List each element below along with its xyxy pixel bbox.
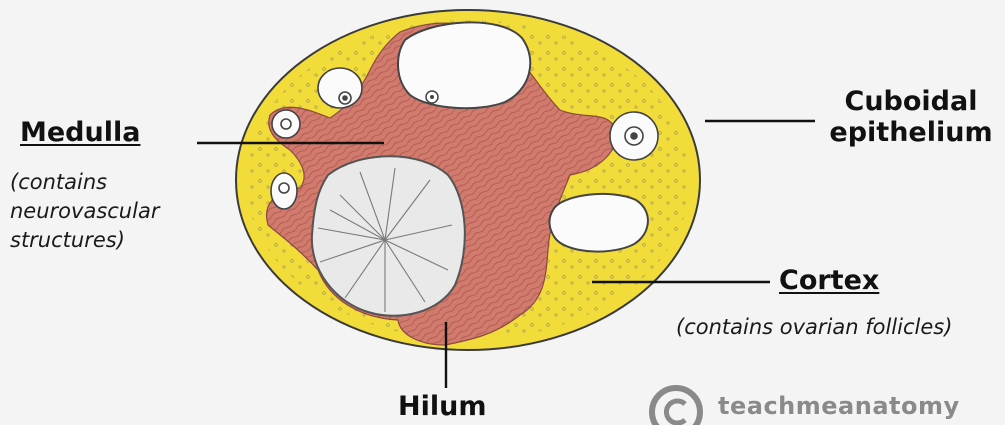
corpus-luteum <box>312 156 465 316</box>
cuboidal-label-line: epithelium <box>818 117 1004 148</box>
medulla-note-line: neurovascular <box>10 197 159 226</box>
antral-follicle-large <box>398 22 530 108</box>
medulla-note: (contains neurovascular structures) <box>10 168 159 255</box>
medulla-note-line: (contains <box>10 168 159 197</box>
medulla-note-line: structures) <box>10 226 159 255</box>
hilum-label: Hilum <box>398 392 486 422</box>
cuboidal-epithelium-label: Cuboidal epithelium <box>818 86 1004 148</box>
cortex-label: Cortex <box>779 266 879 296</box>
copyright-icon <box>652 388 700 425</box>
medulla-label: Medulla <box>20 118 140 148</box>
watermark-text: teachmeanatomy <box>718 392 960 420</box>
antral-follicle-right <box>549 194 647 252</box>
cortex-note: (contains ovarian follicles) <box>676 313 952 342</box>
cuboidal-label-line: Cuboidal <box>818 86 1004 117</box>
